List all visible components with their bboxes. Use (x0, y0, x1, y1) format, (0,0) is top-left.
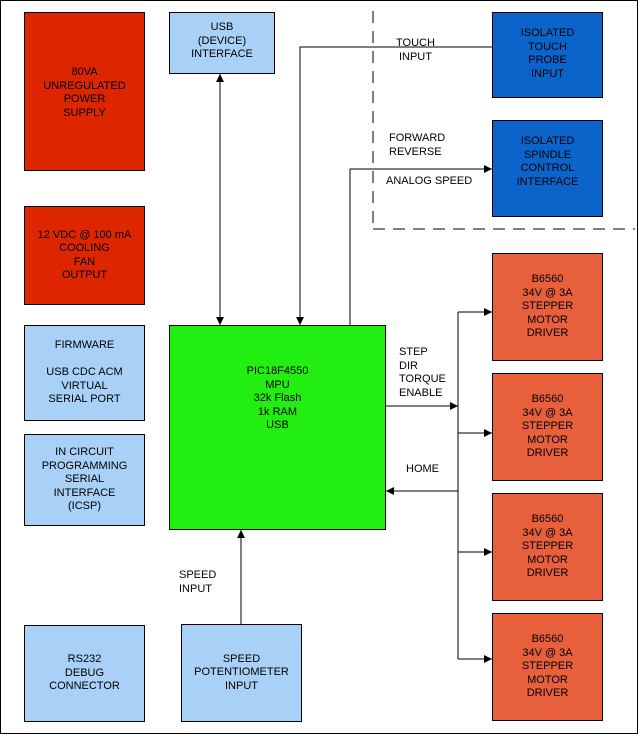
speed-potentiometer-text: SPEED POTENTIOMETER INPUT (194, 652, 289, 692)
usb-interface-block: USB (DEVICE) INTERFACE (169, 12, 275, 74)
touch-probe-block: ISOLATED TOUCH PROBE INPUT (492, 12, 603, 98)
stepper-driver-3: B6560 34V @ 3A STEPPER MOTOR DRIVER (492, 493, 603, 601)
cooling-fan-text: 12 VDC @ 100 mA COOLING FAN OUTPUT (37, 228, 132, 282)
firmware-text: FIRMWARE USB CDC ACM VIRTUAL SERIAL PORT (46, 339, 123, 405)
icsp-block: IN CIRCUIT PROGRAMMING SERIAL INTERFACE … (24, 434, 145, 526)
power-supply-text: 80VA UNREGULATED POWER SUPPLY (43, 66, 126, 119)
mpu-block: PIC18F4550 MPU 32k Flash 1k RAM USB (169, 325, 386, 530)
touch-input-line (296, 46, 492, 325)
stepper-driver-4-text: B6560 34V @ 3A STEPPER MOTOR DRIVER (521, 633, 574, 700)
stepper-driver-4: B6560 34V @ 3A STEPPER MOTOR DRIVER (492, 613, 603, 721)
spindle-control-block: ISOLATED SPINDLE CONTROL INTERFACE (492, 120, 603, 217)
rs232-block: RS232 DEBUG CONNECTOR (24, 625, 145, 722)
touch-probe-text: ISOLATED TOUCH PROBE INPUT (520, 27, 575, 80)
stepper-driver-2: B6560 34V @ 3A STEPPER MOTOR DRIVER (492, 373, 603, 481)
spindle-control-line (349, 165, 492, 325)
mpu-text: PIC18F4550 MPU 32k Flash 1k RAM USB (246, 365, 309, 431)
icsp-text: IN CIRCUIT PROGRAMMING SERIAL INTERFACE … (41, 446, 128, 513)
stepper-driver-2-text: B6560 34V @ 3A STEPPER MOTOR DRIVER (521, 393, 574, 460)
home-label: HOME (406, 463, 439, 475)
analog-speed-label: ANALOG SPEED (386, 175, 473, 187)
cooling-fan-block: 12 VDC @ 100 mA COOLING FAN OUTPUT (24, 206, 145, 305)
rs232-text: RS232 DEBUG CONNECTOR (49, 653, 120, 693)
touch-input-label: TOUCH INPUT (396, 37, 435, 63)
forward-reverse-label: FORWARD REVERSE (389, 132, 446, 158)
speed-potentiometer-block: SPEED POTENTIOMETER INPUT (181, 624, 302, 722)
stepper-driver-1: B6560 34V @ 3A STEPPER MOTOR DRIVER (492, 253, 603, 361)
speed-input-label: SPEED INPUT (179, 569, 217, 595)
step-dir-torque-enable-label: STEP DIR TORQUE ENABLE (399, 346, 446, 399)
stepper-driver-3-text: B6560 34V @ 3A STEPPER MOTOR DRIVER (521, 513, 574, 580)
firmware-block: FIRMWARE USB CDC ACM VIRTUAL SERIAL PORT (24, 325, 145, 421)
stepper-driver-1-text: B6560 34V @ 3A STEPPER MOTOR DRIVER (521, 273, 574, 340)
spindle-control-text: ISOLATED SPINDLE CONTROL INTERFACE (516, 135, 579, 188)
usb-interface-text: USB (DEVICE) INTERFACE (191, 21, 253, 60)
power-supply-block: 80VA UNREGULATED POWER SUPPLY (24, 12, 145, 171)
